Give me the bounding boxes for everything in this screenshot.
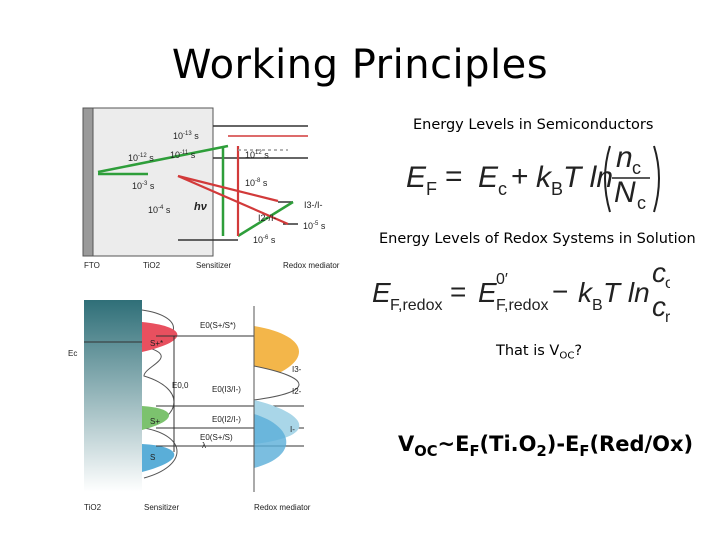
result-v-sub: OC xyxy=(414,443,438,461)
label-fto: FTO xyxy=(84,261,100,270)
eq1-denominator: N xyxy=(614,176,636,209)
result-two: 2 xyxy=(536,443,547,461)
eq1-right-paren xyxy=(653,145,660,213)
eq1-numerator-sub: c xyxy=(632,158,641,178)
label-s-plus-star: S+* xyxy=(150,339,163,348)
label-tio2-top: TiO2 xyxy=(143,261,161,270)
label-hv: hν xyxy=(194,201,208,213)
result-v: V xyxy=(398,432,415,456)
label-redox-mediator-bottom: Redox mediator xyxy=(254,503,311,512)
eq2-e0: E xyxy=(478,277,497,308)
label-t3: 10-3 s xyxy=(132,181,155,191)
tio2-conduction-band xyxy=(84,300,142,492)
voc-result-formula: VOC~EF(Ti.O2)-EF(Red/Ox) xyxy=(398,432,693,460)
label-i-minus: I- xyxy=(290,425,295,434)
recombination-arrow-1 xyxy=(177,174,279,203)
label-i3: I3-/I- xyxy=(304,200,323,210)
result-tail: (Red/Ox) xyxy=(589,432,694,456)
label-e0-s-plus-s: E0(S+/S) xyxy=(200,433,233,442)
label-t4: 10-4 s xyxy=(148,205,171,215)
label-t12: 10-12 s xyxy=(128,153,154,163)
eq2-equals: = xyxy=(450,276,466,307)
label-i2: I2-/I- xyxy=(258,213,277,223)
result-tio: (Ti.O xyxy=(479,432,537,456)
eq1-equals: = xyxy=(445,160,463,193)
eq1-numerator: n xyxy=(616,141,633,174)
slide-title: Working Principles xyxy=(171,42,549,88)
eq2-right-paren xyxy=(651,259,654,329)
label-lambda: λ xyxy=(202,441,206,450)
regeneration-arrow xyxy=(237,200,294,238)
eq1-ef-sub: F xyxy=(426,179,437,199)
fto-electrode xyxy=(82,107,94,257)
redox-fermi-equation: E F,redox = E 0′ F,redox − k B T ln c ox… xyxy=(372,258,670,326)
eq1-left-paren xyxy=(604,145,611,213)
label-e0-i3: E0(I3/I-) xyxy=(212,385,241,394)
voc-question: That is VOC? xyxy=(496,343,582,362)
label-sensitizer-top: Sensitizer xyxy=(196,261,231,270)
caption-redox-levels: Energy Levels of Redox Systems in Soluti… xyxy=(379,231,696,247)
eq2-ef: E xyxy=(372,277,391,308)
s-peak xyxy=(142,444,175,472)
kinetics-diagram: 10-13 s 10-12 s 10-11 s 1012 s 10-3 s 10… xyxy=(82,107,340,270)
energy-distribution-diagram: Ec S+* S+ S E0,0 λ E0(S+/S*) E0(I3/I-) E… xyxy=(68,300,311,512)
eq1-kb-sub: B xyxy=(551,179,563,199)
result-mid: )-E xyxy=(546,432,580,456)
injection-arrow xyxy=(97,144,229,174)
s-plus-star-peak xyxy=(142,322,178,352)
result-f-sub-2: F xyxy=(579,443,590,461)
eq2-numerator-sub: ox xyxy=(665,275,670,292)
label-s-plus: S+ xyxy=(150,417,160,426)
eq2-e0-sub: F,redox xyxy=(496,297,548,314)
label-t13: 10-13 s xyxy=(173,131,199,141)
eq1-ef: E xyxy=(406,161,427,194)
s-plus-peak xyxy=(142,406,170,430)
recombination-arrow-2 xyxy=(177,174,289,226)
label-redox-mediator-top: Redox mediator xyxy=(283,261,340,270)
label-tio2-bottom: TiO2 xyxy=(84,503,102,512)
eq2-numerator: c xyxy=(652,258,666,288)
label-e00: E0,0 xyxy=(172,381,189,390)
label-e0-s-plus-star: E0(S+/S*) xyxy=(200,321,236,330)
label-t12b: 1012 s xyxy=(245,150,269,160)
label-t11: 10-11 s xyxy=(170,150,196,160)
voc-question-prefix: That is V xyxy=(496,343,560,359)
eq2-k: k xyxy=(578,277,594,308)
label-t6: 10-6 s xyxy=(253,235,276,245)
semiconductor-fermi-equation: E F = E c + k B T ln n c N c xyxy=(406,141,660,213)
eq2-minus: − xyxy=(552,276,568,307)
label-i3-minus: I3- xyxy=(292,365,302,374)
label-t8: 10-8 s xyxy=(245,178,268,188)
eq1-denominator-sub: c xyxy=(637,193,646,213)
eq1-ec: E xyxy=(478,161,499,194)
i2-peak xyxy=(253,365,300,401)
eq2-denominator: c xyxy=(652,291,666,322)
eq2-denominator-sub: red xyxy=(665,309,670,326)
label-i2-minus: I2- xyxy=(292,387,302,396)
label-sensitizer-bottom: Sensitizer xyxy=(144,503,179,512)
eq2-ef-sub: F,redox xyxy=(390,297,442,314)
eq2-t-ln: T ln xyxy=(603,277,650,308)
i-minus-peak xyxy=(254,414,287,468)
eq2-e0-sup: 0′ xyxy=(496,271,508,288)
result-f-sub-1: F xyxy=(469,443,480,461)
caption-semiconductor-levels: Energy Levels in Semiconductors xyxy=(413,117,654,133)
eq2-kb-sub: B xyxy=(592,297,603,314)
voc-question-suffix: ? xyxy=(574,343,583,359)
eq1-plus: + xyxy=(511,160,529,193)
label-ec: Ec xyxy=(68,349,77,358)
voc-question-sub: OC xyxy=(559,350,575,362)
eq1-ec-sub: c xyxy=(498,179,507,199)
label-s: S xyxy=(150,453,155,462)
eq1-k: k xyxy=(536,161,553,194)
label-e0-i2: E0(I2/I-) xyxy=(212,415,241,424)
result-tilde-e: ~E xyxy=(437,432,470,456)
label-t5: 10-5 s xyxy=(303,221,326,231)
